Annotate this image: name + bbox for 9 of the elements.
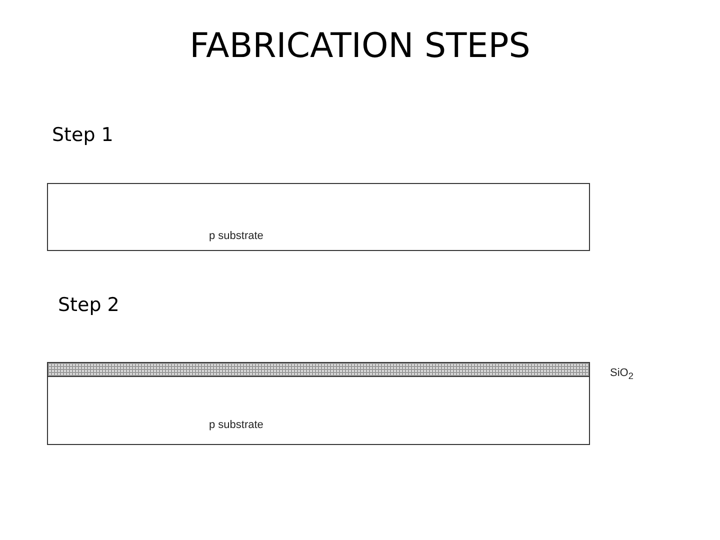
layer-label: SiO$_{2}$	[610, 367, 634, 382]
substrate-block	[47, 376, 590, 445]
oxide-layer	[47, 362, 590, 377]
substrate-block	[47, 183, 590, 251]
step-label: Step 1	[52, 124, 114, 146]
layer-label: p substrate	[209, 230, 264, 242]
step-label: Step 2	[58, 294, 120, 316]
title: FABRICATION STEPS	[188, 26, 532, 66]
layer-label: p substrate	[209, 419, 264, 431]
